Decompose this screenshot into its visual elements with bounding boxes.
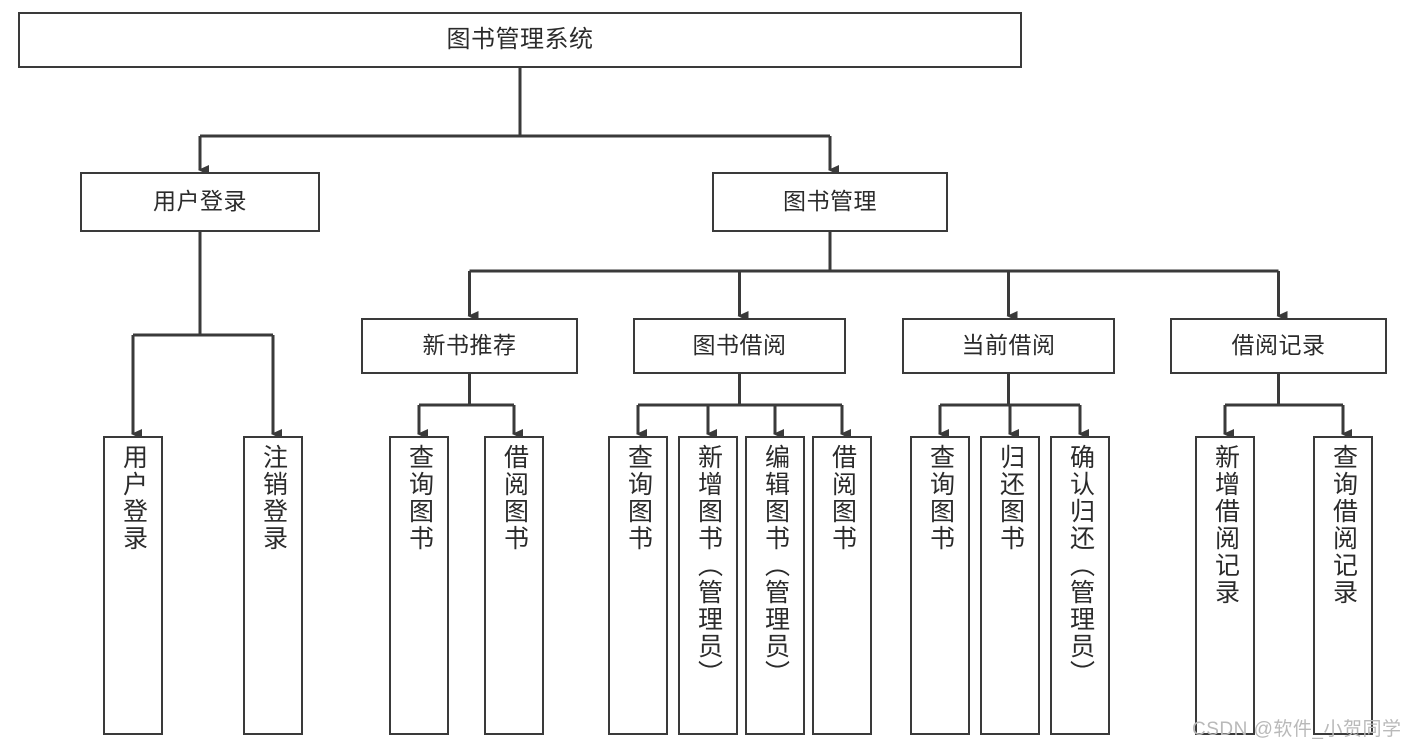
node-b3[interactable]: 编辑图书（管理员） [745, 436, 805, 735]
node-b2[interactable]: 新增图书（管理员） [678, 436, 738, 735]
node-label: 归还图书 [996, 444, 1025, 552]
node-c1[interactable]: 查询图书 [910, 436, 970, 735]
node-label: 用户登录 [153, 188, 247, 215]
node-label: 图书借阅 [692, 332, 787, 359]
node-c2[interactable]: 归还图书 [980, 436, 1040, 735]
csdn-watermark: CSDN @软件_小贺同学 [1192, 719, 1402, 740]
node-label: 图书管理系统 [446, 25, 594, 53]
node-label: 查询图书 [624, 444, 653, 552]
node-n2[interactable]: 借阅图书 [484, 436, 544, 735]
node-label: 新增借阅记录 [1211, 444, 1240, 606]
node-label: 借阅图书 [828, 444, 857, 552]
node-label: 查询图书 [405, 444, 434, 552]
node-label: 编辑图书（管理员） [761, 444, 790, 687]
node-b1[interactable]: 查询图书 [608, 436, 668, 735]
node-label: 注销登录 [259, 444, 288, 552]
node-label: 查询借阅记录 [1329, 444, 1358, 606]
node-label: 借阅记录 [1231, 332, 1326, 359]
node-label: 用户登录 [119, 444, 148, 552]
node-label: 新增图书（管理员） [694, 444, 723, 687]
node-b4[interactable]: 借阅图书 [812, 436, 872, 735]
node-c3[interactable]: 确认归还（管理员） [1050, 436, 1110, 735]
node-l2[interactable]: 注销登录 [243, 436, 303, 735]
node-r2[interactable]: 查询借阅记录 [1313, 436, 1373, 735]
node-label: 确认归还（管理员） [1066, 444, 1095, 687]
node-login[interactable]: 用户登录 [80, 172, 320, 232]
node-root[interactable]: 图书管理系统 [18, 12, 1022, 68]
node-r1[interactable]: 新增借阅记录 [1195, 436, 1255, 735]
tree-connectors [131, 68, 1352, 439]
node-n1[interactable]: 查询图书 [389, 436, 449, 735]
node-label: 借阅图书 [500, 444, 529, 552]
node-label: 查询图书 [926, 444, 955, 552]
node-newbook[interactable]: 新书推荐 [361, 318, 578, 374]
node-borrow[interactable]: 图书借阅 [633, 318, 846, 374]
node-current[interactable]: 当前借阅 [902, 318, 1115, 374]
node-label: 新书推荐 [422, 332, 517, 359]
node-bookmgmt[interactable]: 图书管理 [712, 172, 948, 232]
node-records[interactable]: 借阅记录 [1170, 318, 1387, 374]
node-label: 图书管理 [783, 188, 877, 215]
node-l1[interactable]: 用户登录 [103, 436, 163, 735]
node-label: 当前借阅 [961, 332, 1056, 359]
